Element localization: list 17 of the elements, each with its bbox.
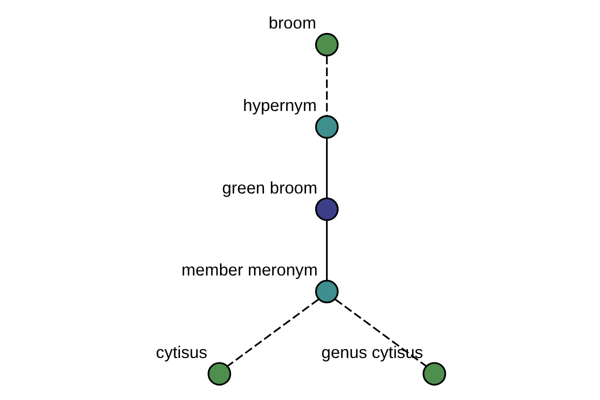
node-circle xyxy=(315,197,339,221)
node-label: broom xyxy=(268,14,316,33)
node-circle xyxy=(315,115,339,139)
node-label: member meronym xyxy=(182,260,318,280)
node-label: green broom xyxy=(222,178,318,198)
node-label: genus cytisus xyxy=(321,342,424,362)
connector xyxy=(226,298,319,367)
node-label: hypernym xyxy=(243,96,317,115)
connector xyxy=(326,138,328,198)
connector xyxy=(326,220,328,281)
node-circle xyxy=(422,362,446,386)
node-circle xyxy=(315,280,339,304)
node-circle xyxy=(315,32,339,56)
connector xyxy=(326,56,328,116)
connector xyxy=(334,298,427,367)
node-circle xyxy=(208,362,232,386)
node-label: cytisus xyxy=(156,342,208,362)
